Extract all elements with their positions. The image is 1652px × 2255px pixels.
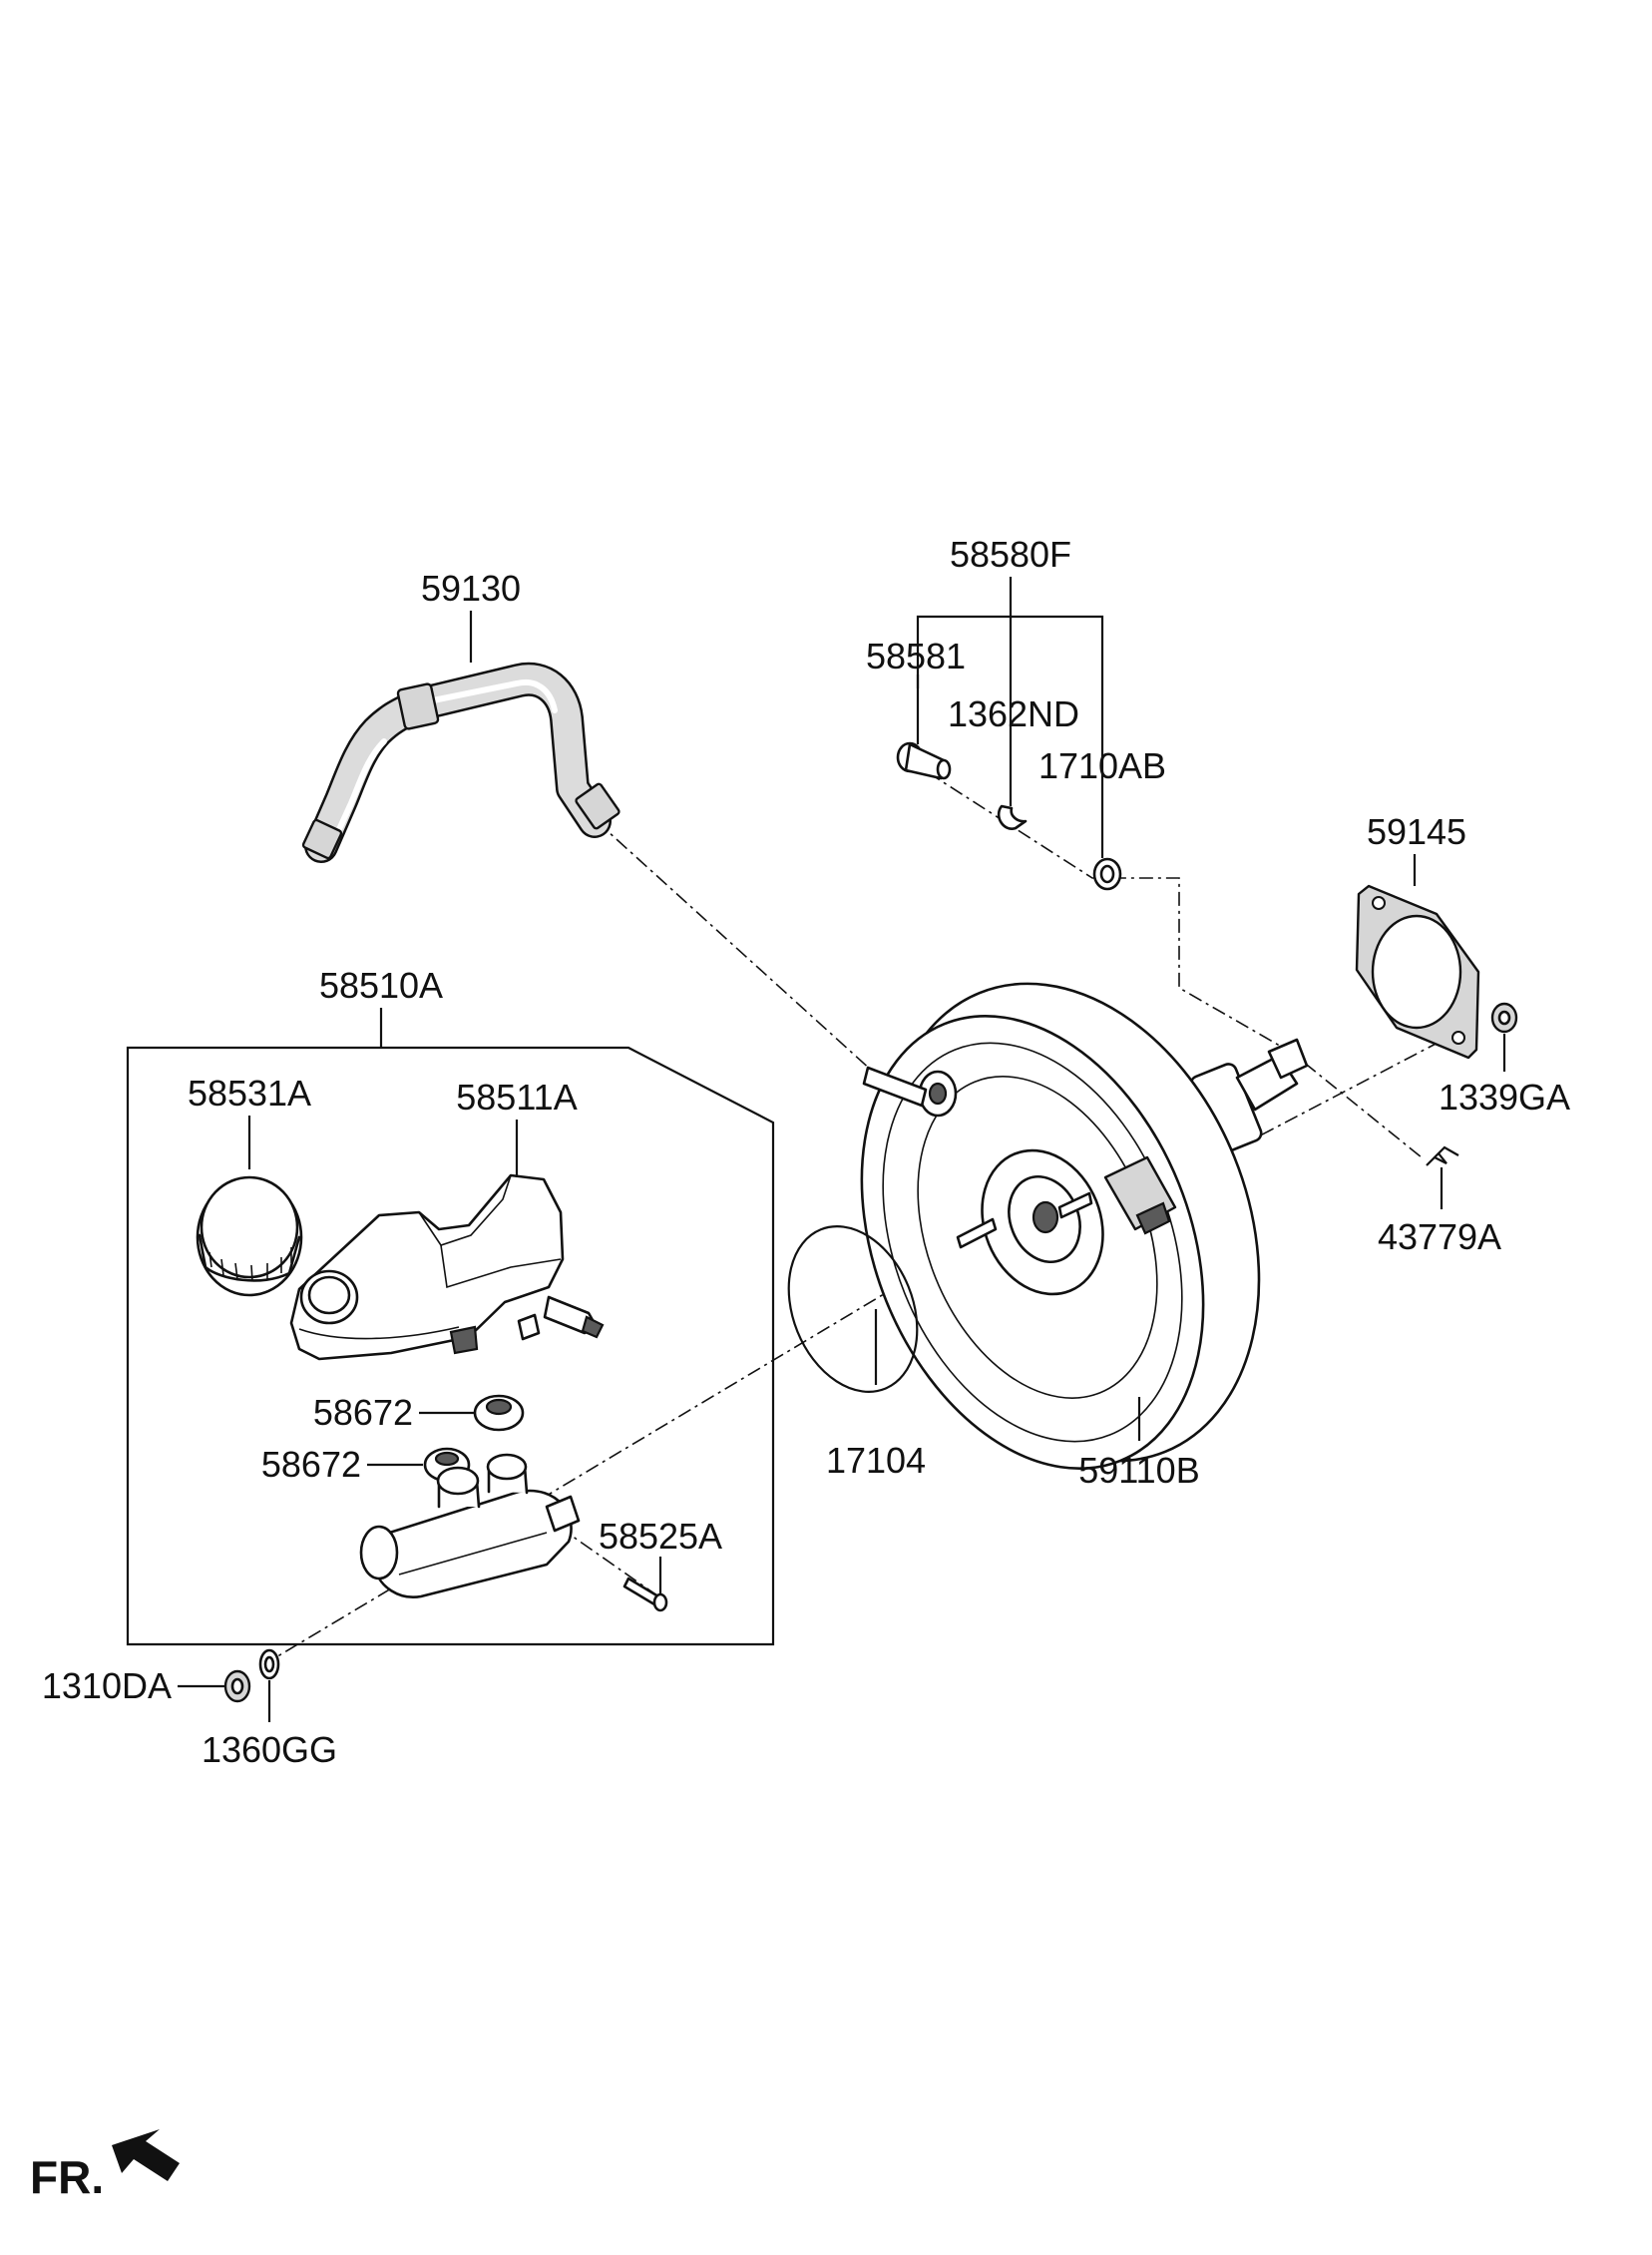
master-cylinder-assembly-box-58510A <box>126 1046 775 1646</box>
clevis-pin-58581[interactable] <box>896 741 952 780</box>
vacuum-hose-59130[interactable] <box>301 662 620 863</box>
label-58525A[interactable]: 58525A <box>599 1516 722 1557</box>
master-cylinder-body[interactable] <box>359 1453 581 1598</box>
assembly-guide-lines <box>268 771 1465 1662</box>
label-58672-lower[interactable]: 58672 <box>261 1444 361 1485</box>
label-58580F[interactable]: 58580F <box>950 534 1071 575</box>
label-17104[interactable]: 17104 <box>826 1440 926 1481</box>
washer-1710AB[interactable] <box>1092 857 1122 891</box>
front-label: FR. <box>30 2151 104 2203</box>
bolt-58525A[interactable] <box>622 1577 668 1612</box>
part-labels: 59130 58580F 58581 1362ND 1710AB 59145 1… <box>42 534 1570 1770</box>
label-59110B[interactable]: 59110B <box>1078 1450 1199 1491</box>
label-58531A[interactable]: 58531A <box>188 1073 311 1114</box>
reservoir-cap-58531A[interactable] <box>196 1175 303 1297</box>
reservoir-58511A[interactable] <box>289 1173 605 1361</box>
grommet-58672-upper[interactable] <box>473 1394 525 1432</box>
label-1710AB[interactable]: 1710AB <box>1038 745 1166 786</box>
leader-lines <box>178 577 1506 1722</box>
label-1362ND[interactable]: 1362ND <box>948 693 1079 734</box>
label-43779A[interactable]: 43779A <box>1378 1216 1501 1257</box>
label-59145[interactable]: 59145 <box>1367 811 1466 852</box>
front-indicator: FR. <box>30 2129 180 2203</box>
brake-booster-59110B[interactable] <box>798 928 1327 1521</box>
label-1339GA[interactable]: 1339GA <box>1439 1077 1570 1118</box>
label-58581[interactable]: 58581 <box>866 636 966 676</box>
gasket-59145[interactable] <box>1355 884 1480 1060</box>
label-1310DA[interactable]: 1310DA <box>42 1665 172 1706</box>
label-58511A[interactable]: 58511A <box>456 1077 577 1118</box>
clip-43779A[interactable] <box>1426 1145 1459 1166</box>
snap-pin-1362ND[interactable] <box>997 804 1028 830</box>
nut-1310DA[interactable] <box>223 1669 251 1703</box>
arrow-left-down-icon <box>112 2129 180 2181</box>
label-59130[interactable]: 59130 <box>421 568 521 609</box>
o-ring-17104[interactable] <box>765 1207 941 1411</box>
label-1360GG[interactable]: 1360GG <box>202 1729 337 1770</box>
washer-1360GG[interactable] <box>258 1648 280 1680</box>
label-58510A[interactable]: 58510A <box>319 965 443 1006</box>
label-58672-upper[interactable]: 58672 <box>313 1392 413 1433</box>
flange-nut-1339GA[interactable] <box>1490 1002 1518 1034</box>
